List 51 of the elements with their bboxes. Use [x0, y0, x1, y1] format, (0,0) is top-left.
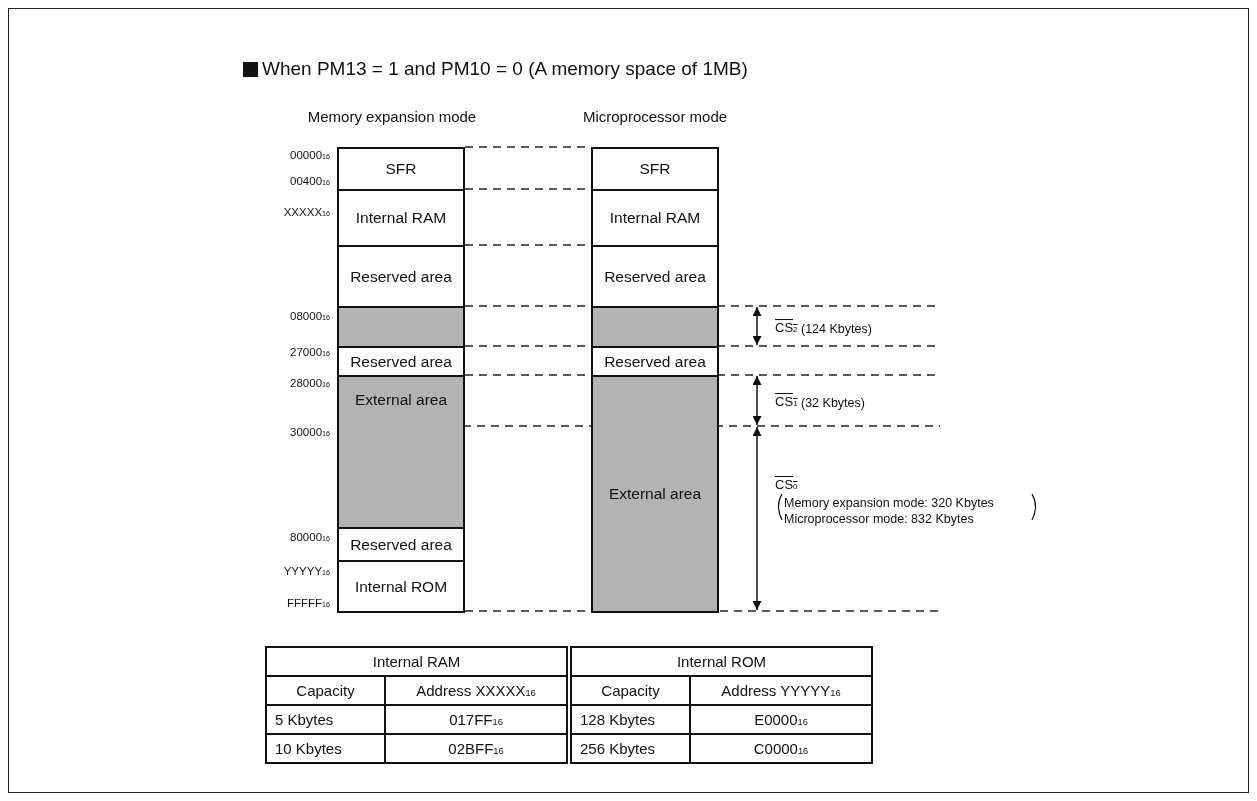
memory-block: [337, 147, 465, 191]
region-label: Internal RAM: [355, 209, 447, 227]
size-note: (32 Kbytes): [801, 396, 865, 410]
memory-block: [337, 527, 465, 562]
table-value: 128 Kbytes: [571, 705, 690, 734]
region-label: Internal RAM: [609, 209, 701, 227]
region-label: SFR: [385, 160, 417, 178]
address-label: 80000$_{16}$: [289, 531, 330, 543]
address-label: XXXXX$_{16}$: [282, 206, 330, 218]
table-value: 5 Kbytes: [266, 705, 385, 734]
address-label: 27000$_{16}$: [289, 346, 330, 358]
size-note: Memory expansion mode: 320 Kbytes: [784, 496, 994, 510]
region-label: Reserved area: [604, 352, 706, 371]
region-label: Reserved area: [350, 535, 452, 554]
memory-block: [337, 189, 465, 247]
memory-block: [337, 346, 465, 377]
table-header: Internal ROM: [571, 647, 872, 676]
size-note: (124 Kbytes): [801, 322, 872, 336]
region-label: Reserved area: [350, 352, 452, 371]
region-label: Reserved area: [604, 267, 706, 286]
address-label: 00400$_{16}$: [289, 175, 330, 187]
table-value: 10 Kbytes: [266, 734, 385, 763]
region-label: Reserved area: [350, 267, 452, 286]
memory-block: [591, 189, 719, 247]
shaded-memory-block: [337, 306, 465, 348]
region-label: External area: [608, 485, 702, 503]
address-label: 28000$_{16}$: [289, 377, 330, 389]
column-heading: Microprocessor mode: [581, 108, 729, 125]
memory-block: [591, 346, 719, 377]
memory-block: [337, 560, 465, 613]
memory-block: [591, 245, 719, 308]
region-label: Internal ROM: [354, 577, 448, 596]
table-header: Internal RAM: [266, 647, 567, 676]
column-heading: Memory expansion mode: [306, 108, 478, 125]
region-label: SFR: [639, 160, 671, 178]
address-label: FFFFF$_{16}$: [285, 597, 330, 609]
address-label: 30000$_{16}$: [289, 426, 330, 438]
table-header: Capacity: [571, 676, 690, 705]
memory-block: [591, 147, 719, 191]
table-header: Capacity: [266, 676, 385, 705]
address-label: YYYYY$_{16}$: [282, 565, 330, 577]
size-note: Microprocessor mode: 832 Kbytes: [784, 512, 974, 526]
region-label: External area: [354, 391, 448, 409]
shaded-memory-block: [591, 375, 719, 613]
address-label: 08000$_{16}$: [289, 310, 330, 322]
shaded-memory-block: [337, 375, 465, 529]
address-label: 00000$_{16}$: [289, 149, 330, 161]
table-value: 256 Kbytes: [571, 734, 690, 763]
figure-title: When PM13 = 1 and PM10 = 0 (A memory space of 1MB): [262, 58, 748, 80]
memory-block: [337, 245, 465, 308]
shaded-memory-block: [591, 306, 719, 348]
